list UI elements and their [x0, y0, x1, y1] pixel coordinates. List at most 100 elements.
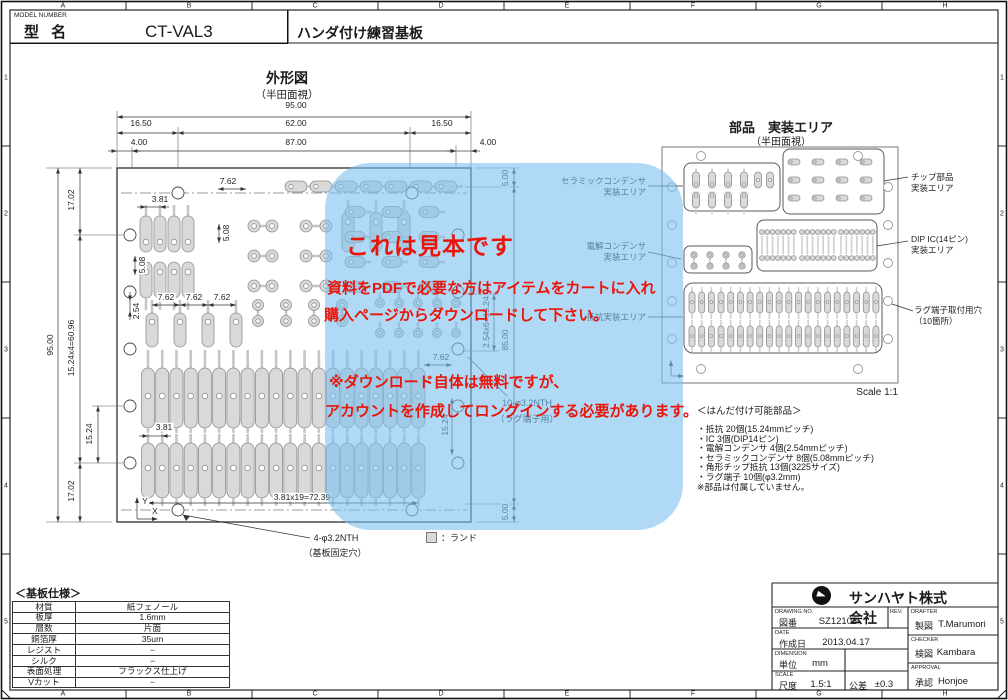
scale-label: 尺度 — [779, 681, 798, 691]
spec-label: シルク — [12, 654, 76, 667]
spec-label: Vカット — [12, 676, 76, 689]
dim-label: 16.50 — [430, 117, 454, 128]
checker-value: Kambara — [936, 647, 976, 658]
spec-row: 層数片面 — [12, 622, 230, 635]
date-label: 作成日 — [779, 639, 807, 649]
watermark-line: 購入ページからダウンロードして下さい。 — [324, 307, 609, 324]
company-name: サンハヤト株式会社 — [849, 590, 947, 626]
frame-col-letter: F — [690, 690, 696, 698]
approval-label-en: APPROVAL — [911, 665, 941, 671]
frame-col-letter: F — [690, 2, 696, 10]
frame-row-number: 3 — [1000, 346, 1004, 354]
frame-col-letter: A — [60, 2, 66, 10]
dim-label: 5.08 — [220, 223, 231, 243]
dim-label: 7.62 — [184, 291, 204, 302]
frame-col-letter: G — [816, 2, 822, 10]
scale-note: Scale 1:1 — [856, 387, 898, 398]
dimension-label-en: DIMENSION — [775, 651, 807, 657]
frame-col-letter: G — [816, 690, 822, 698]
spec-value: − — [75, 654, 230, 667]
frame-col-letter: H — [942, 2, 948, 10]
checker-label: 検図 — [915, 649, 934, 659]
dim-label: 2.54 — [130, 301, 141, 321]
frame-col-letter: E — [564, 690, 570, 698]
frame-col-letter: D — [438, 690, 444, 698]
spec-row: 材質紙フェノール — [12, 601, 230, 613]
parts-list-item: ※部品は付属していません。 — [697, 481, 810, 492]
spec-label: 表面処理 — [12, 665, 76, 678]
frame-row-number: 5 — [4, 618, 8, 626]
scale-value: 1.5:1 — [810, 679, 832, 690]
frame-col-letter: B — [186, 690, 192, 698]
drafter-value: T.Marumori — [938, 619, 986, 630]
spec-label: 板厚 — [12, 611, 76, 624]
watermark-line: ※ダウンロード自体は無料ですが、 — [329, 374, 569, 391]
dim-label: 7.62 — [156, 291, 176, 302]
right-view-subtitle: （半田面視） — [751, 137, 811, 148]
dim-label: 15.24 — [83, 422, 94, 446]
dim-label: 87.00 — [284, 136, 308, 147]
checker-label-en: CHECKER — [911, 637, 939, 643]
unit-value: mm — [812, 658, 828, 669]
dim-label: 3.81 — [154, 421, 174, 432]
parts-list-item: ・抵抗 20個(15.24mmピッチ) — [697, 424, 814, 434]
spec-row: 表面処理フラックス仕上げ — [12, 665, 230, 678]
frame-row-number: 2 — [4, 210, 8, 218]
frame-row-number: 4 — [4, 482, 8, 490]
model-number-box — [10, 10, 288, 44]
model-name-value: CT-VAL3 — [145, 22, 213, 41]
parts-list-item: ・セラミックコンデンサ 8個(5.08mmピッチ) — [697, 452, 874, 463]
board-spec-title: ＜基板仕様＞ — [15, 588, 81, 600]
parts-list-item: ・角形チップ抵抗 13個(3225サイズ) — [697, 462, 840, 473]
approval-value: Honjoe — [937, 676, 969, 687]
spec-value: − — [75, 644, 230, 656]
drafter-label-en: DRAFTER — [911, 609, 938, 615]
dim-label: 3.81 — [150, 193, 170, 204]
dim-label: 7.62 — [218, 175, 238, 186]
drawing-no-value: SZ12103 — [818, 616, 858, 627]
date-value: 2013.04.17 — [822, 637, 870, 648]
dim-label: 16.50 — [129, 117, 153, 128]
watermark-line: 資料をPDFで必要な方はアイテムをカートに入れ — [327, 280, 656, 297]
dim-label: 5.08 — [136, 255, 147, 275]
land-legend-label: ：ランド — [441, 533, 478, 543]
drawing-annotation: 4-φ3.2NTH — [313, 533, 359, 543]
spec-label: 材質 — [12, 601, 76, 613]
spec-label: 銅箔厚 — [12, 633, 76, 646]
frame-col-letter: D — [438, 2, 444, 10]
drawing-title: ハンダ付け練習基板 — [297, 25, 423, 41]
spec-row: レジスト− — [12, 644, 230, 656]
frame-row-number: 1 — [1000, 74, 1004, 82]
model-name-label: 型 名 — [24, 24, 71, 41]
watermark-headline: これは見本です — [346, 233, 514, 259]
parts-list: ＜はんだ付け可能部品＞ ・抵抗 20個(15.24mmピッチ)・IC 3個(DI… — [697, 403, 874, 492]
drawing-no-label-en: DRAWING NO. — [775, 609, 814, 615]
frame-col-letter: A — [60, 690, 66, 698]
dim-label: 4.00 — [478, 136, 498, 147]
land-legend: ：ランド — [426, 531, 477, 544]
model-number-label: MODEL NUMBER — [14, 12, 67, 19]
main-view-subtitle: （半田面視） — [255, 89, 319, 101]
frame-row-number: 1 — [4, 74, 8, 82]
dim-label: X — [151, 505, 159, 516]
approval-label: 承認 — [915, 678, 934, 688]
area-label: チップ部品実装エリア — [911, 172, 954, 194]
spec-value: 片面 — [75, 622, 230, 635]
area-label: DIP IC(14ピン)実装エリア — [911, 234, 968, 256]
rev-label: REV. — [890, 609, 903, 615]
parts-list-item: ・電解コンデンサ 4個(2.54mmピッチ) — [697, 443, 848, 454]
dim-label: 17.02 — [65, 188, 76, 212]
drawing-annotation: （基板固定穴） — [303, 548, 367, 558]
date-label-en: DATE — [775, 630, 790, 636]
spec-label: レジスト — [12, 644, 76, 656]
dim-label: 7.62 — [212, 291, 232, 302]
land-swatch-icon — [426, 532, 437, 543]
right-view-title: 部品 実装エリア — [728, 120, 834, 135]
company-logo-icon — [812, 586, 831, 605]
parts-list-title: ＜はんだ付け可能部品＞ — [697, 406, 802, 417]
frame-col-letter: C — [312, 690, 318, 698]
unit-label: 単位 — [779, 660, 798, 670]
